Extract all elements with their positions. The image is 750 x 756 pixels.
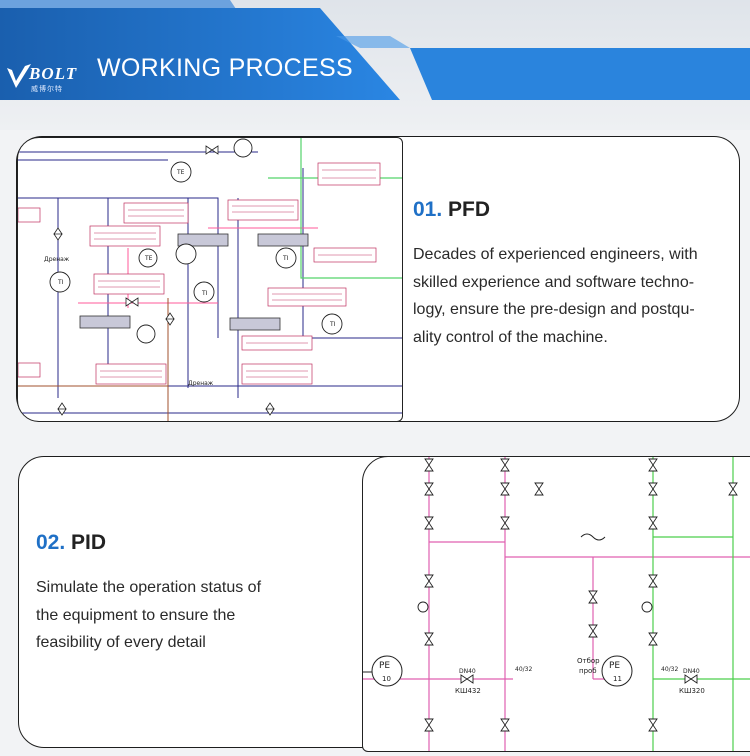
pe-label: PE xyxy=(379,661,390,671)
pid-diagram: PE 10 PE 11 КШ432 КШ320 DN40 DN40 40/32 … xyxy=(362,456,750,752)
description-line: ality control of the machine. xyxy=(413,328,608,346)
step-number: 01. xyxy=(413,198,443,221)
valve-label: КШ432 xyxy=(455,687,481,695)
step-description: Simulate the operation status of the equ… xyxy=(36,574,336,657)
description-line: skilled experience and software techno- xyxy=(413,273,695,291)
pe-number: 10 xyxy=(382,675,391,683)
description-line: Simulate the operation status of xyxy=(36,579,262,596)
size-label: 40/32 xyxy=(661,666,678,673)
description-line: the equipment to ensure the xyxy=(36,606,236,624)
svg-text:TI: TI xyxy=(57,279,64,286)
description-line: logy, ensure the pre-design and postqu- xyxy=(413,301,695,318)
brand-name: BOLT xyxy=(29,64,78,83)
svg-text:TI: TI xyxy=(201,290,208,297)
dn-label: DN40 xyxy=(459,668,476,675)
pid-drawing: PE 10 PE 11 КШ432 КШ320 DN40 DN40 40/32 … xyxy=(363,457,750,751)
svg-text:TI: TI xyxy=(282,255,289,262)
pfd-drawing: TE TE TI TI TI TI Дренаж Дренаж xyxy=(18,138,402,421)
header-banner xyxy=(0,0,750,100)
dn-label: DN40 xyxy=(683,668,700,675)
step-title: PFD xyxy=(448,198,491,221)
sample-label: Отбор xyxy=(577,657,600,665)
sample-label: проб xyxy=(579,667,597,675)
brand-logo: BOLT 威博尔特 xyxy=(5,62,95,96)
step-heading: 01. PFD xyxy=(413,198,490,222)
brand-subtitle: 威博尔特 xyxy=(31,85,63,93)
pe-label: PE xyxy=(609,661,620,671)
drain-label: Дренаж xyxy=(188,380,214,387)
svg-text:TI: TI xyxy=(329,321,336,328)
valve-label: КШ320 xyxy=(679,687,705,695)
description-line: Decades of experienced engineers, with xyxy=(413,246,698,263)
step-heading: 02. PID xyxy=(36,531,106,555)
svg-text:TE: TE xyxy=(176,169,185,176)
v-check-logo-icon xyxy=(7,64,31,88)
size-label: 40/32 xyxy=(515,666,532,673)
step-number: 02. xyxy=(36,531,66,554)
step-description: Decades of experienced engineers, with s… xyxy=(413,241,723,351)
drain-label: Дренаж xyxy=(44,256,70,263)
step-title: PID xyxy=(71,531,107,554)
svg-text:TE: TE xyxy=(144,255,153,262)
page-title: WORKING PROCESS xyxy=(97,54,353,82)
pe-number: 11 xyxy=(613,675,622,683)
description-line: feasibility of every detail xyxy=(36,634,206,651)
pfd-diagram: TE TE TI TI TI TI Дренаж Дренаж xyxy=(17,137,403,422)
